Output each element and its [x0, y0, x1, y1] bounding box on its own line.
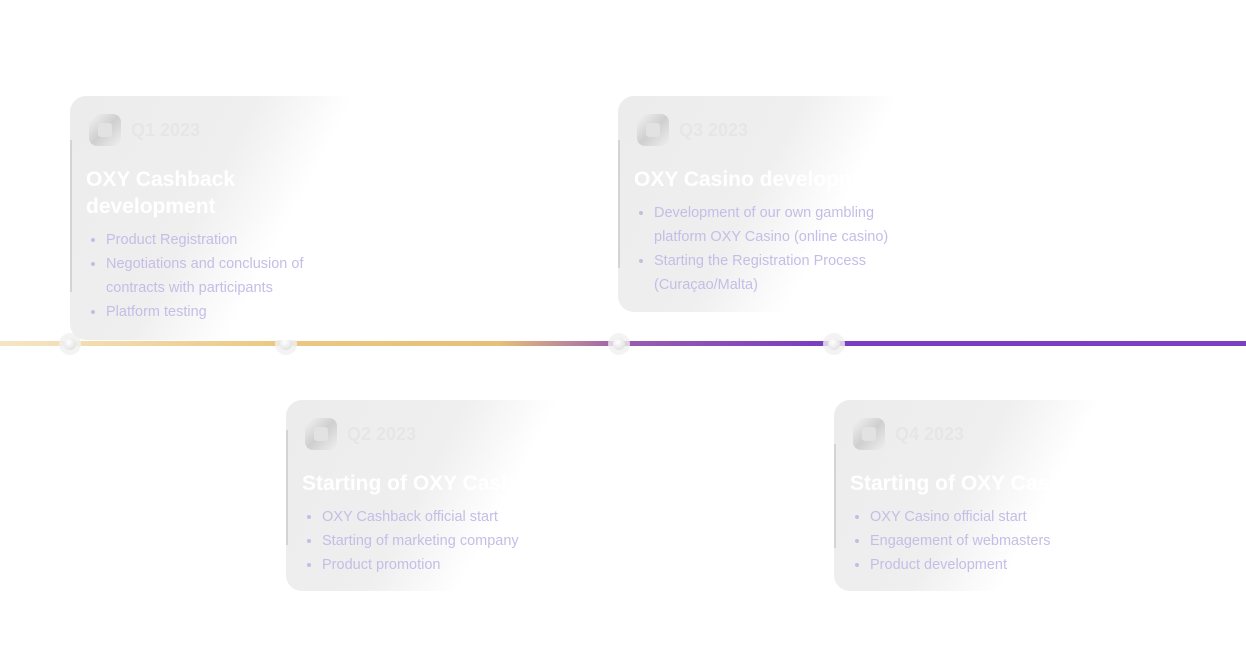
timeline-dot-q4: [823, 333, 845, 355]
milestone-card-q1: Q1 2023 OXY Cashback development Product…: [70, 96, 360, 340]
quarter-label: Q1 2023: [131, 119, 201, 140]
timeline-dot-q1: [59, 333, 81, 355]
list-item: Engagement of webmasters: [870, 529, 1108, 553]
milestone-card-q4: Q4 2023 Starting of OXY Casino OXY Casin…: [834, 400, 1124, 591]
calendar-icon: [89, 114, 121, 146]
timeline-dot-q3: [608, 333, 630, 355]
milestone-title: Starting of OXY Cashback: [302, 472, 562, 495]
list-item: Product Registration: [106, 228, 344, 252]
list-item: Platform testing: [106, 300, 344, 324]
quarter-label: Q4 2023: [895, 423, 965, 444]
list-item: OXY Casino official start: [870, 505, 1108, 529]
calendar-icon: [305, 418, 337, 450]
milestone-title: Starting of OXY Casino: [850, 472, 1081, 495]
quarter-label: Q3 2023: [679, 119, 749, 140]
milestone-card-q2: Q2 2023 Starting of OXY Cashback OXY Cas…: [286, 400, 586, 591]
milestone-card-q3: Q3 2023 OXY Casino development Developme…: [618, 96, 918, 312]
calendar-icon: [853, 418, 885, 450]
milestone-title: OXY Casino development: [634, 168, 890, 191]
milestone-title: OXY Cashback development: [86, 168, 236, 218]
list-item: Starting of marketing company: [322, 529, 570, 553]
list-item: Starting the Registration Process (Curaç…: [654, 249, 904, 297]
list-item: Negotiations and conclusion of contracts…: [106, 252, 344, 300]
calendar-icon: [637, 114, 669, 146]
list-item: OXY Cashback official start: [322, 505, 570, 529]
list-item: Product development: [870, 553, 1108, 577]
list-item: Product promotion: [322, 553, 570, 577]
list-item: Development of our own gambling platform…: [654, 201, 904, 249]
quarter-label: Q2 2023: [347, 423, 417, 444]
